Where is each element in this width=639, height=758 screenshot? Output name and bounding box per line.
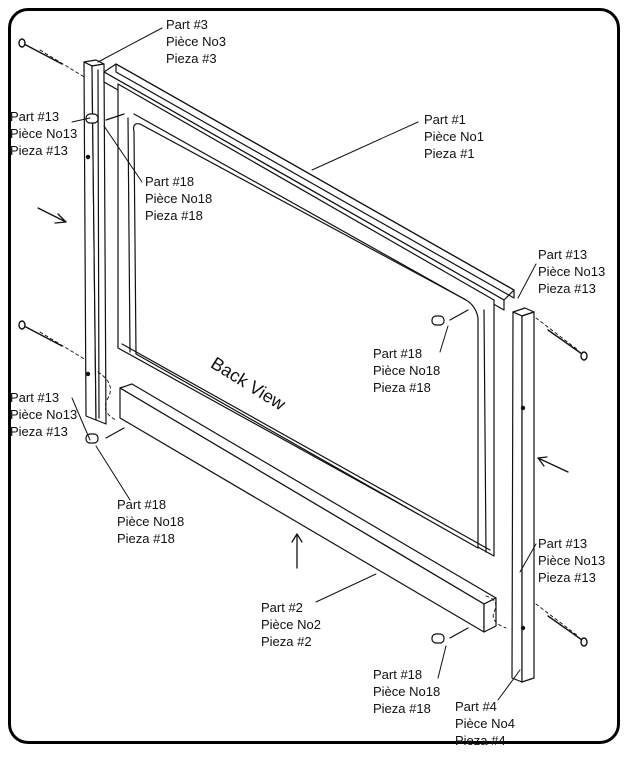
dowel-icon bbox=[431, 309, 469, 326]
callout-part-13-top-left: Part #13 Pièce No13 Pieza #13 bbox=[10, 108, 77, 159]
panel-frame bbox=[103, 63, 515, 557]
bottom-rail bbox=[119, 383, 497, 633]
label-en: Part #13 bbox=[538, 536, 588, 551]
label-fr: Pièce No2 bbox=[261, 617, 321, 632]
arrow-icon-up bbox=[291, 533, 303, 569]
label-fr: Pièce No1 bbox=[424, 129, 484, 144]
label-fr: Pièce No18 bbox=[117, 514, 185, 529]
callout-part-18-bottom-right: Part #18 Pièce No18 Pieza #18 bbox=[373, 666, 440, 717]
label-es: Pieza #4 bbox=[455, 733, 506, 748]
arrow-icon-right bbox=[37, 207, 67, 224]
label-en: Part #18 bbox=[117, 497, 167, 512]
label-es: Pieza #3 bbox=[166, 51, 217, 66]
dowel-icons bbox=[85, 113, 469, 644]
callout-part-13-bottom-left: Part #13 Pièce No13 Pieza #13 bbox=[10, 389, 77, 440]
label-fr: Pièce No18 bbox=[373, 363, 441, 378]
label-fr: Pièce No13 bbox=[10, 126, 78, 141]
label-es: Pieza #1 bbox=[424, 146, 475, 161]
callout-part-18-top-left: Part #18 Pièce No18 Pieza #18 bbox=[145, 173, 212, 224]
callout-part-4: Part #4 Pièce No4 Pieza #4 bbox=[455, 698, 515, 749]
callout-part-1: Part #1 Pièce No1 Pieza #1 bbox=[424, 111, 484, 162]
screw-icon bbox=[547, 329, 588, 361]
label-fr: Pièce No3 bbox=[166, 34, 226, 49]
screw-icon bbox=[547, 615, 588, 647]
right-post bbox=[511, 307, 535, 683]
label-es: Pieza #13 bbox=[538, 281, 596, 296]
label-es: Pieza #18 bbox=[117, 531, 175, 546]
label-en: Part #18 bbox=[373, 667, 423, 682]
label-fr: Pièce No4 bbox=[455, 716, 515, 731]
callout-part-13-right-lower: Part #13 Pièce No13 Pieza #13 bbox=[538, 535, 605, 586]
callout-part-18-bottom-left: Part #18 Pièce No18 Pieza #18 bbox=[117, 496, 184, 547]
screw-icon bbox=[18, 320, 63, 347]
leader-lines bbox=[71, 27, 537, 701]
label-es: Pieza #18 bbox=[373, 380, 431, 395]
label-es: Pieza #18 bbox=[145, 208, 203, 223]
callout-part-13-right-upper: Part #13 Pièce No13 Pieza #13 bbox=[538, 246, 605, 297]
label-en: Part #13 bbox=[10, 109, 60, 124]
callout-part-18-right-upper: Part #18 Pièce No18 Pieza #18 bbox=[373, 345, 440, 396]
label-es: Pieza #18 bbox=[373, 701, 431, 716]
dowel-icon bbox=[85, 427, 125, 444]
label-fr: Pièce No13 bbox=[538, 553, 606, 568]
label-es: Pieza #13 bbox=[538, 570, 596, 585]
label-en: Part #3 bbox=[166, 17, 208, 32]
callout-part-2: Part #2 Pièce No2 Pieza #2 bbox=[261, 599, 321, 650]
label-fr: Pièce No13 bbox=[10, 407, 78, 422]
diagram-border bbox=[8, 8, 620, 744]
arrow-icon-left bbox=[537, 456, 569, 473]
arrow-icons bbox=[37, 207, 569, 569]
label-en: Part #13 bbox=[10, 390, 60, 405]
label-fr: Pièce No13 bbox=[538, 264, 606, 279]
label-es: Pieza #13 bbox=[10, 424, 68, 439]
label-en: Part #18 bbox=[373, 346, 423, 361]
callout-part-3: Part #3 Pièce No3 Pieza #3 bbox=[166, 16, 226, 67]
dowel-icon bbox=[431, 627, 469, 644]
label-es: Pieza #13 bbox=[10, 143, 68, 158]
left-post bbox=[83, 59, 107, 425]
screw-icon bbox=[18, 38, 63, 65]
screw-icons bbox=[18, 38, 588, 647]
label-en: Part #13 bbox=[538, 247, 588, 262]
label-fr: Pièce No18 bbox=[373, 684, 441, 699]
label-en: Part #2 bbox=[261, 600, 303, 615]
label-fr: Pièce No18 bbox=[145, 191, 213, 206]
label-en: Part #4 bbox=[455, 699, 497, 714]
label-es: Pieza #2 bbox=[261, 634, 312, 649]
dashed-guides bbox=[39, 49, 579, 637]
label-en: Part #1 bbox=[424, 112, 466, 127]
label-en: Part #18 bbox=[145, 174, 195, 189]
